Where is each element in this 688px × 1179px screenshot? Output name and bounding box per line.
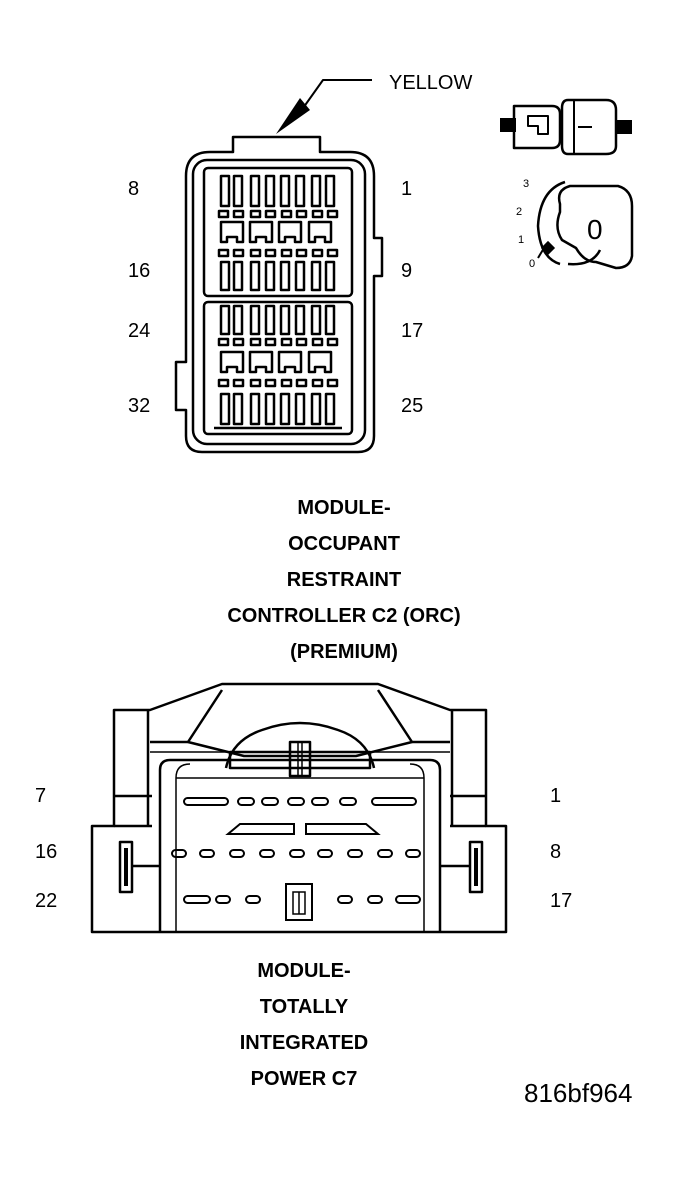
tipm-connector-title: MODULE- TOTALLY INTEGRATED POWER C7 bbox=[0, 953, 648, 1097]
tipm-title-line-4: POWER C7 bbox=[250, 1068, 358, 1090]
scale-label-0: 0 bbox=[529, 258, 536, 270]
tipm-title-line-1: MODULE- bbox=[257, 960, 351, 982]
pin-label-17b: 17 bbox=[550, 890, 573, 912]
pin-label-24: 24 bbox=[128, 320, 151, 342]
orc-title-line-5: (PREMIUM) bbox=[290, 641, 398, 663]
orc-connector-title: MODULE- OCCUPANT RESTRAINT CONTROLLER C2… bbox=[0, 490, 688, 670]
scale-label-1: 1 bbox=[518, 234, 525, 246]
orc-lower-cavities bbox=[214, 304, 342, 430]
pin-label-9: 9 bbox=[401, 260, 413, 282]
figure-id: 816bf964 bbox=[524, 1078, 633, 1108]
pin-label-1: 1 bbox=[401, 178, 413, 200]
orc-title-line-2: OCCUPANT bbox=[288, 533, 400, 555]
position-scale-icon bbox=[536, 180, 634, 270]
pin-label-8: 8 bbox=[128, 178, 140, 200]
scale-label-3: 3 bbox=[523, 178, 530, 190]
pin-label-22: 22 bbox=[35, 890, 58, 912]
orc-title-line-3: RESTRAINT bbox=[286, 569, 402, 591]
pin-label-7: 7 bbox=[35, 785, 47, 807]
tipm-title-line-2: TOTALLY bbox=[259, 996, 349, 1018]
pin-label-16b: 16 bbox=[35, 841, 58, 863]
pin-label-25: 25 bbox=[401, 395, 424, 417]
orc-upper-cavities bbox=[217, 174, 339, 292]
pin-label-32: 32 bbox=[128, 395, 151, 417]
pin-label-17: 17 bbox=[401, 320, 424, 342]
orc-title-line-4: CONTROLLER C2 (ORC) bbox=[227, 605, 461, 627]
wire-color-label: YELLOW bbox=[389, 72, 473, 94]
orc-connector-drawing bbox=[174, 79, 384, 454]
orc-title-line-1: MODULE- bbox=[297, 497, 391, 519]
pin-label-8b: 8 bbox=[550, 841, 562, 863]
pin-label-1b: 1 bbox=[550, 785, 562, 807]
tipm-connector-drawing bbox=[90, 682, 508, 934]
pin-label-16: 16 bbox=[128, 260, 151, 282]
connector-side-view-icon bbox=[500, 98, 632, 156]
tipm-title-line-3: INTEGRATED bbox=[239, 1032, 369, 1054]
scale-label-2: 2 bbox=[516, 206, 523, 218]
tipm-cavities bbox=[171, 797, 421, 921]
key-glyph: 0 bbox=[587, 214, 603, 245]
